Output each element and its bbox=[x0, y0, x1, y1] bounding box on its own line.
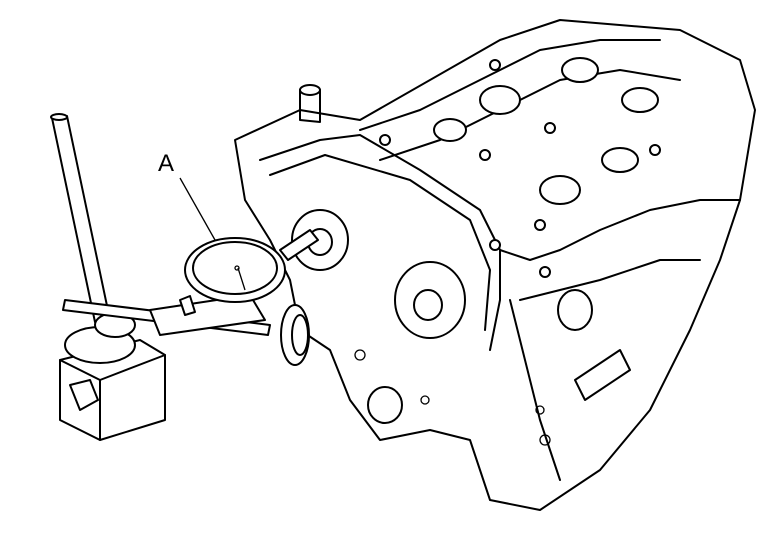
callout-leader-a bbox=[179, 177, 216, 241]
callout-label-a: A bbox=[158, 150, 175, 177]
cylinder-head bbox=[234, 19, 756, 511]
dial-indicator bbox=[149, 229, 319, 366]
